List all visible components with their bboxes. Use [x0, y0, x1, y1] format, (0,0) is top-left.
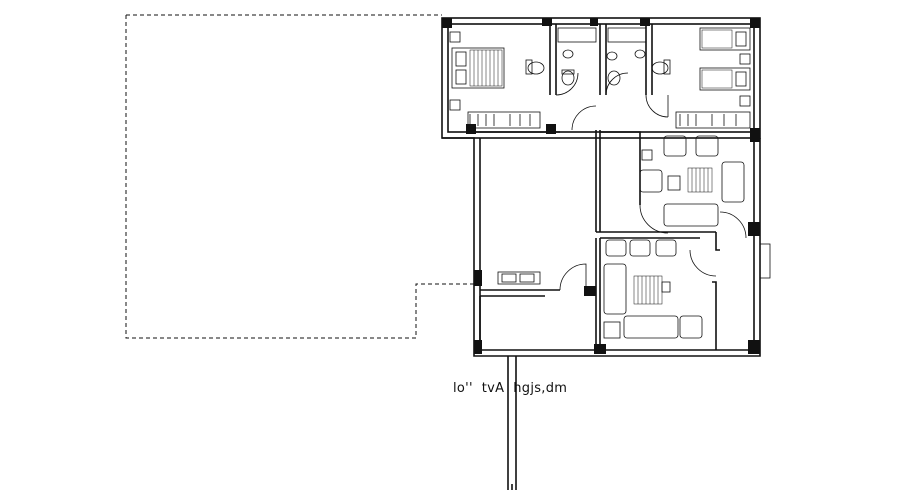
toilet-left	[525, 59, 545, 75]
beds-single-right	[699, 27, 751, 107]
kitchen-sink	[497, 271, 541, 285]
wardrobe-right	[675, 111, 751, 129]
outer-walls	[441, 17, 761, 357]
living-room-lower-furniture	[603, 239, 703, 339]
wardrobe-left	[467, 111, 541, 129]
plot-boundary-dashed	[125, 14, 474, 339]
entrance-path	[507, 356, 517, 490]
living-room-upper-furniture	[639, 135, 745, 227]
door-swings	[555, 72, 747, 291]
interior-walls	[474, 24, 720, 350]
drawing-caption: lo'' tvA hgjs,dm	[453, 381, 568, 396]
bed-double-left	[449, 31, 505, 111]
structural-columns	[442, 18, 760, 354]
bathroom-fixtures	[557, 27, 671, 86]
window-bay-right	[759, 243, 771, 279]
